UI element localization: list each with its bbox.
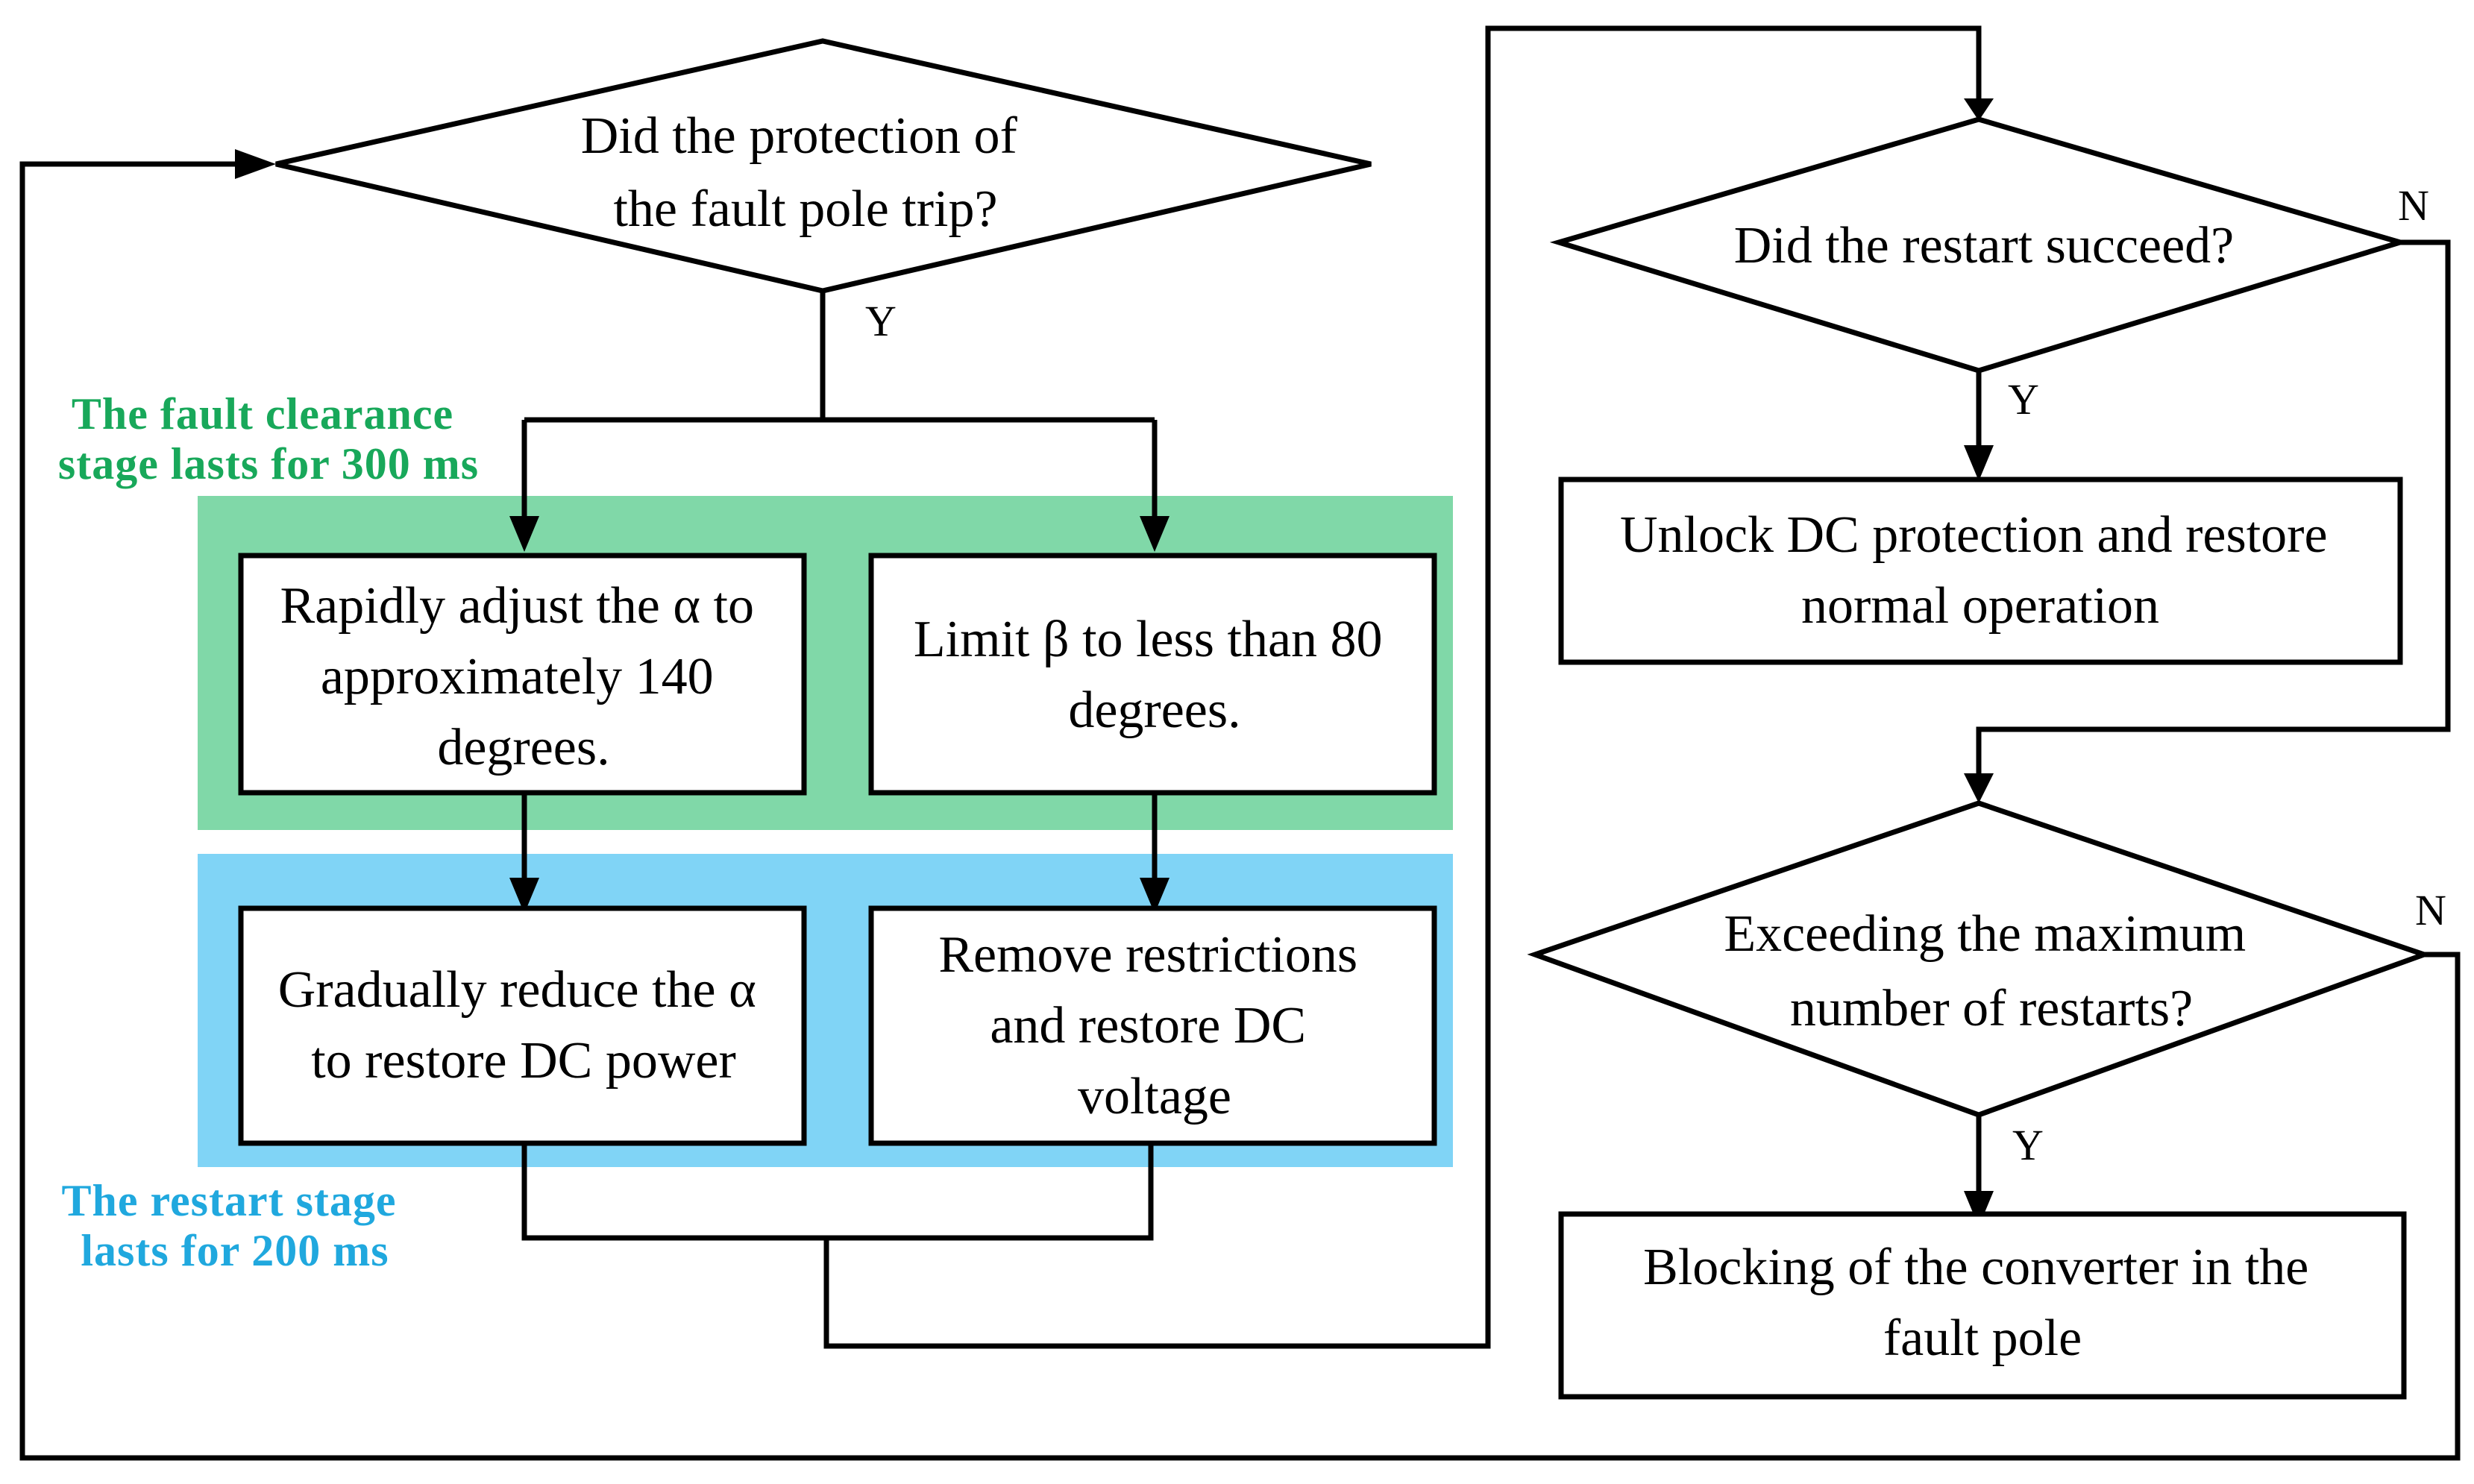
- text-line: stage lasts for 300 ms: [58, 439, 479, 488]
- process-block-converter-text: Blocking of the converter in the fault p…: [1643, 1239, 2322, 1367]
- process-limit-beta-text: Limit β to less than 80 degrees.: [914, 611, 1395, 739]
- process-unlock-protection-text: Unlock DC protection and restore normal …: [1620, 506, 2340, 635]
- decision-protection-trip-text: Did the protection of the fault pole tri…: [581, 107, 1031, 238]
- arrowheads: [235, 98, 1994, 1227]
- decision-restart-succeed: [1549, 116, 2410, 374]
- text-line: Blocking of the converter in the: [1643, 1239, 2308, 1296]
- process-limit-beta: [868, 553, 1437, 796]
- text-line: degrees.: [1068, 682, 1240, 739]
- fault-clearance-stage-label: The fault clearance stage lasts for 300 …: [58, 389, 479, 488]
- connectors: [19, 25, 2461, 1461]
- text-line: Rapidly adjust the α to: [280, 577, 754, 635]
- arrowhead-remove-restrictions: [1140, 878, 1170, 914]
- text-line: normal operation: [1801, 577, 2159, 635]
- text-line: degrees.: [437, 719, 609, 776]
- process-block-converter: [1558, 1211, 2407, 1400]
- arrowhead-max-restarts: [1964, 773, 1994, 803]
- label-max-yes: Y: [2012, 1121, 2044, 1169]
- process-unlock-protection: [1558, 477, 2403, 665]
- connector-succeed-no: [1976, 239, 2451, 779]
- text-line: number of restarts?: [1790, 980, 2193, 1037]
- text-line: and restore DC: [990, 997, 1306, 1054]
- text-line: Remove restrictions: [938, 926, 1357, 984]
- process-remove-restrictions: [868, 905, 1437, 1146]
- connector-to-restart-decision: [823, 25, 1982, 1349]
- process-reduce-alpha-text: Gradually reduce the α to restore DC pow…: [278, 961, 770, 1090]
- text-line: voltage: [1078, 1068, 1231, 1125]
- text-line: Gradually reduce the α: [278, 961, 756, 1019]
- text-line: The restart stage: [61, 1176, 396, 1225]
- connector-max-no-loop: [19, 161, 2461, 1461]
- label-trip-yes: Y: [865, 297, 897, 345]
- process-adjust-alpha-text: Rapidly adjust the α to approximately 14…: [280, 577, 767, 776]
- arrowhead-reduce-alpha: [509, 878, 539, 914]
- decision-protection-trip: [275, 38, 1372, 294]
- text-line: fault pole: [1883, 1309, 2082, 1367]
- text-line: Unlock DC protection and restore: [1620, 506, 2328, 564]
- arrowhead-adjust-alpha: [509, 516, 539, 552]
- arrowhead-limit-beta: [1140, 516, 1170, 552]
- text-line: Exceeding the maximum: [1724, 905, 2246, 963]
- decision-max-restarts-text: Exceeding the maximum number of restarts…: [1724, 905, 2258, 1037]
- process-remove-restrictions-text: Remove restrictions and restore DC volta…: [938, 926, 1370, 1125]
- restart-stage-label: The restart stage lasts for 200 ms: [61, 1176, 408, 1275]
- decision-max-restarts: [1527, 800, 2432, 1118]
- label-max-no: N: [2415, 886, 2446, 934]
- connector-merge: [521, 1143, 1154, 1241]
- text-line: Limit β to less than 80: [914, 611, 1383, 668]
- text-line: lasts for 200 ms: [81, 1226, 389, 1275]
- process-adjust-alpha: [238, 553, 807, 796]
- text-line: approximately 140: [321, 648, 714, 705]
- label-succeed-yes: Y: [2008, 375, 2039, 424]
- text-line: the fault pole trip?: [613, 180, 997, 238]
- arrowhead-restart-decision: [1964, 98, 1994, 121]
- arrowhead-block: [1964, 1191, 1994, 1227]
- arrowhead-unlock: [1964, 445, 1994, 481]
- text-line: The fault clearance: [72, 389, 453, 438]
- text-line: Did the protection of: [581, 107, 1018, 165]
- arrowhead-loop-back: [235, 149, 276, 179]
- decision-restart-succeed-text: Did the restart succeed?: [1734, 217, 2235, 274]
- label-succeed-no: N: [2398, 181, 2429, 230]
- text-line: to restore DC power: [311, 1032, 736, 1090]
- text-line: Did the restart succeed?: [1734, 217, 2235, 274]
- process-reduce-alpha: [238, 905, 807, 1146]
